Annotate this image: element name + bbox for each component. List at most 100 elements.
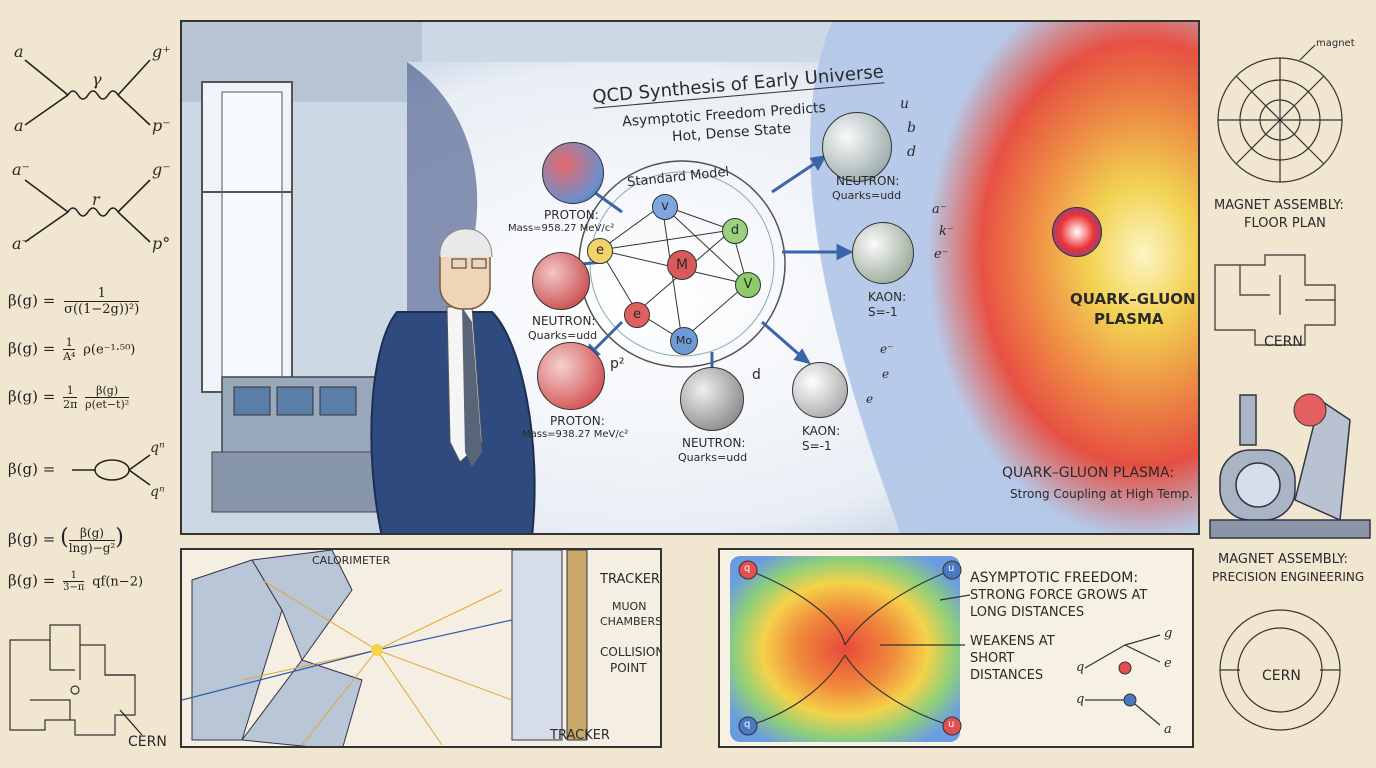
sm-node-e-left: e — [587, 238, 613, 264]
proton-sphere-top — [542, 142, 604, 204]
neutron-left-name: NEUTRON: — [532, 314, 596, 328]
corner-quark-tl: q — [744, 563, 751, 574]
label-muon: MUON — [612, 600, 647, 613]
kaon-label-e: e⁻ — [934, 247, 949, 262]
weak-line2: SHORT — [970, 651, 1015, 666]
scatter-label-2: e — [882, 367, 890, 381]
diagram1-in-bottom: a — [14, 116, 24, 135]
main-scene-panel: Standard Model v d e M e V Mo QCD Synthe… — [180, 20, 1200, 535]
kaon-sphere-bottom — [792, 362, 848, 418]
sm-node-d: d — [722, 218, 748, 244]
equation-6: β(g) = 1 3−π qf(n−2) — [8, 570, 143, 593]
diagram2-out-bottom: p° — [152, 234, 171, 253]
eq2-den: A⁴ — [63, 350, 76, 363]
neutron-bottom-name: NEUTRON: — [682, 436, 746, 450]
qgp-title-2: PLASMA — [1094, 310, 1164, 328]
freedom-line2: LONG DISTANCES — [970, 605, 1085, 620]
sm-node-v-right: V — [735, 272, 761, 298]
freedom-title: ASYMPTOTIC FREEDOM: — [970, 570, 1139, 586]
label-point: POINT — [610, 661, 647, 675]
kaon-bottom-detail: S=-1 — [802, 439, 832, 453]
quark-label-u: u — [900, 96, 910, 112]
diagram1-out-bottom: p⁻ — [152, 116, 171, 135]
label-collision: COLLISION — [600, 645, 662, 659]
sm-node-mo: Mo — [670, 327, 698, 355]
kaon-top-name: KAON: — [868, 290, 907, 304]
label-tracker-top: TRACKER — [600, 572, 660, 587]
eq4-lhs: β(g) = — [8, 460, 56, 478]
proton-bottom-name: PROTON: — [550, 414, 605, 428]
main-scene-art — [182, 22, 1198, 533]
diagram2-out-top: g⁻ — [152, 160, 171, 179]
qgp-caption-2: Strong Coupling at High Temp. — [1010, 487, 1194, 501]
eq4-loop-top: qⁿ — [150, 440, 165, 456]
eq3-num2: β(g) — [85, 384, 130, 398]
eq1-num: 1 — [64, 286, 140, 302]
scatter-label-3: e — [866, 392, 874, 406]
eq4-loop-bottom: qⁿ — [150, 484, 165, 500]
neutron-bottom-side: d — [752, 367, 761, 383]
equation-4: β(g) = — [8, 460, 55, 478]
detector-art — [182, 550, 588, 746]
qgp-caption-1: QUARK–GLUON PLASMA: — [1002, 465, 1175, 481]
freedom-line1: STRONG FORCE GROWS AT — [970, 588, 1148, 603]
eq3-den2: ρ(et−t)² — [85, 398, 130, 411]
magnet-label: magnet — [1316, 38, 1355, 49]
cern-label-left: CERN — [128, 734, 167, 750]
kaon-bottom-name: KAON: — [802, 424, 841, 438]
freedom-art — [730, 556, 1161, 742]
floor-plan-title-1: MAGNET ASSEMBLY: — [1214, 198, 1344, 213]
asymptotic-freedom-panel: q u q u ASYMPTOTIC FREEDOM: STRONG FORCE… — [718, 548, 1194, 748]
quark-label-d: d — [907, 144, 916, 160]
diagram1-boson: γ — [92, 70, 102, 89]
eq2-rest: ρ(e⁻¹·⁵⁰) — [83, 342, 136, 358]
eq6-num: 1 — [63, 570, 85, 582]
eq3-lhs: β(g) = — [8, 387, 56, 406]
quark-label-b: b — [907, 120, 916, 136]
diagram2-boson: r — [92, 190, 100, 209]
equation-2: β(g) = 1 A⁴ ρ(e⁻¹·⁵⁰) — [8, 336, 135, 363]
eq5-lhs: β(g) = — [8, 530, 56, 548]
plasma-core-sphere — [1052, 207, 1102, 257]
label-calorimeter: CALORIMETER — [312, 554, 391, 567]
precision-title-2: PRECISION ENGINEERING — [1212, 570, 1365, 584]
eq3-num: 1 — [63, 384, 78, 398]
vertex-label-e: e — [1164, 656, 1172, 671]
proton-bottom-side: p² — [610, 356, 625, 372]
neutron-left-detail: Quarks=udd — [528, 329, 598, 342]
cern-label-top: CERN — [1264, 334, 1303, 350]
qgp-title-1: QUARK–GLUON — [1070, 290, 1196, 308]
neutron-sphere-bottom — [680, 367, 744, 431]
sm-node-v: v — [652, 194, 678, 220]
detector-panel: CALORIMETER TRACKER MUON CHAMBERS COLLIS… — [180, 548, 662, 748]
left-column: a a γ g⁺ p⁻ a⁻ a⁻ r g⁻ p° β(g) = 1 σ((1−… — [0, 0, 180, 768]
proton-sphere-bottom — [537, 342, 605, 410]
eq1-den: σ((1−2g))²) — [64, 302, 140, 317]
sm-node-e-bottom: e — [624, 302, 650, 328]
weak-line3: DISTANCES — [970, 668, 1044, 683]
eq3-den: 2π — [63, 398, 78, 411]
diagram2-in-top: a⁻ — [12, 160, 30, 179]
neutron-sphere-right — [822, 112, 892, 182]
neutron-right-detail: Quarks=udd — [832, 189, 902, 202]
scatter-label-1: e⁻ — [880, 342, 894, 356]
corner-quark-br: u — [948, 719, 955, 730]
floor-plan-title-2: FLOOR PLAN — [1244, 216, 1326, 231]
eq1-lhs: β(g) = — [8, 291, 56, 310]
eq6-den: 3−π — [63, 582, 85, 593]
equation-5: β(g) = ( β(g) lng)−g² ) — [8, 525, 124, 555]
diagram2-in-bottom: a⁻ — [12, 234, 30, 253]
eq6-rest: qf(n−2) — [92, 574, 144, 590]
equation-3: β(g) = 1 2π β(g) ρ(et−t)² — [8, 384, 130, 411]
eq5-den: lng)−g² — [68, 540, 116, 555]
eq6-lhs: β(g) = — [8, 571, 56, 590]
neutron-sphere-left — [532, 252, 590, 310]
kaon-label-k: k⁻ — [939, 224, 954, 239]
right-column: magnet MAGNET ASSEMBLY: FLOOR PLAN CERN … — [1200, 0, 1376, 768]
precision-title-1: MAGNET ASSEMBLY: — [1218, 552, 1348, 567]
weak-line1: WEAKENS AT — [970, 634, 1055, 649]
label-tracker-bottom: TRACKER — [550, 728, 610, 743]
eq2-lhs: β(g) = — [8, 339, 56, 358]
proton-top-name: PROTON: — [544, 208, 599, 222]
neutron-right-name: NEUTRON: — [836, 174, 900, 188]
